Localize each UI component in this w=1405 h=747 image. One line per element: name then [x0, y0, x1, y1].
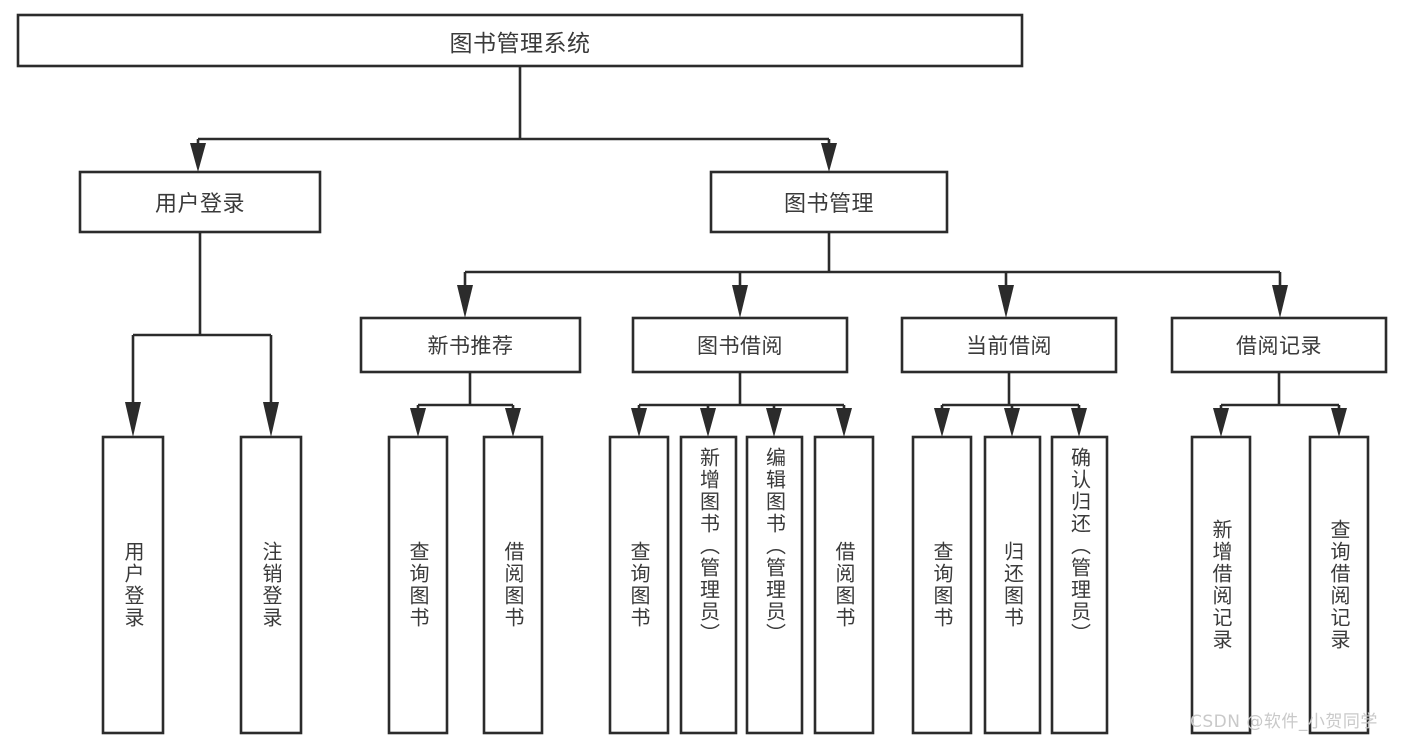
node-box-leaf-add-book[interactable]	[679, 435, 738, 735]
arrow-user-login-to-leaf1	[125, 402, 141, 437]
node-box-new-book-rec[interactable]	[359, 316, 582, 374]
node-box-leaf-user-login[interactable]	[101, 435, 165, 735]
node-box-leaf-query-book-rec[interactable]	[387, 435, 449, 735]
node-box-leaf-borrow-book-rec[interactable]	[482, 435, 544, 735]
node-box-borrow-record[interactable]	[1170, 316, 1388, 374]
arrow-bb-leaf4	[836, 408, 852, 437]
node-box-current-borrow[interactable]	[900, 316, 1118, 374]
arrow-bb-leaf2	[700, 408, 716, 437]
node-box-leaf-query-book-borrow[interactable]	[608, 435, 670, 735]
node-box-leaf-edit-book[interactable]	[745, 435, 804, 735]
node-box-leaf-user-logout[interactable]	[239, 435, 303, 735]
arrow-bm-to-current-borrow	[998, 285, 1014, 318]
node-box-leaf-return-book[interactable]	[983, 435, 1042, 735]
arrow-nbr-leaf2	[505, 408, 521, 437]
arrow-root-to-book-manage	[821, 143, 837, 172]
arrow-bm-to-borrow-record	[1272, 285, 1288, 318]
node-box-leaf-add-record[interactable]	[1190, 435, 1252, 735]
arrow-bb-leaf3	[766, 408, 782, 437]
arrow-user-login-to-leaf2	[263, 402, 279, 437]
arrow-cb-leaf2	[1004, 408, 1020, 437]
csdn-watermark: CSDN @软件_小贺同学	[1190, 712, 1378, 732]
node-box-root[interactable]	[16, 13, 1024, 68]
connector-group-new-book-rec	[410, 372, 521, 437]
node-box-book-manage[interactable]	[709, 170, 949, 234]
arrow-bm-to-new-book-rec	[457, 285, 473, 318]
node-box-leaf-borrow-book[interactable]	[813, 435, 875, 735]
arrow-bm-to-book-borrow	[732, 285, 748, 318]
connector-group-book-borrow	[631, 372, 852, 437]
connector-group-book-manage	[457, 232, 1288, 318]
connector-group-borrow-record	[1213, 372, 1347, 437]
node-box-leaf-query-book-current[interactable]	[911, 435, 973, 735]
node-box-leaf-confirm-return[interactable]	[1050, 435, 1109, 735]
arrow-cb-leaf1	[934, 408, 950, 437]
arrow-nbr-leaf1	[410, 408, 426, 437]
arrow-br-leaf1	[1213, 408, 1229, 437]
connector-group-current-borrow	[934, 372, 1087, 437]
arrow-root-to-user-login	[190, 143, 206, 172]
arrow-br-leaf2	[1331, 408, 1347, 437]
arrow-bb-leaf1	[631, 408, 647, 437]
node-box-leaf-query-record[interactable]	[1308, 435, 1370, 735]
node-box-book-borrow[interactable]	[631, 316, 849, 374]
node-box-user-login[interactable]	[78, 170, 322, 234]
connector-group-root	[190, 66, 837, 172]
arrow-cb-leaf3	[1071, 408, 1087, 437]
connector-group-user-login	[125, 232, 279, 437]
